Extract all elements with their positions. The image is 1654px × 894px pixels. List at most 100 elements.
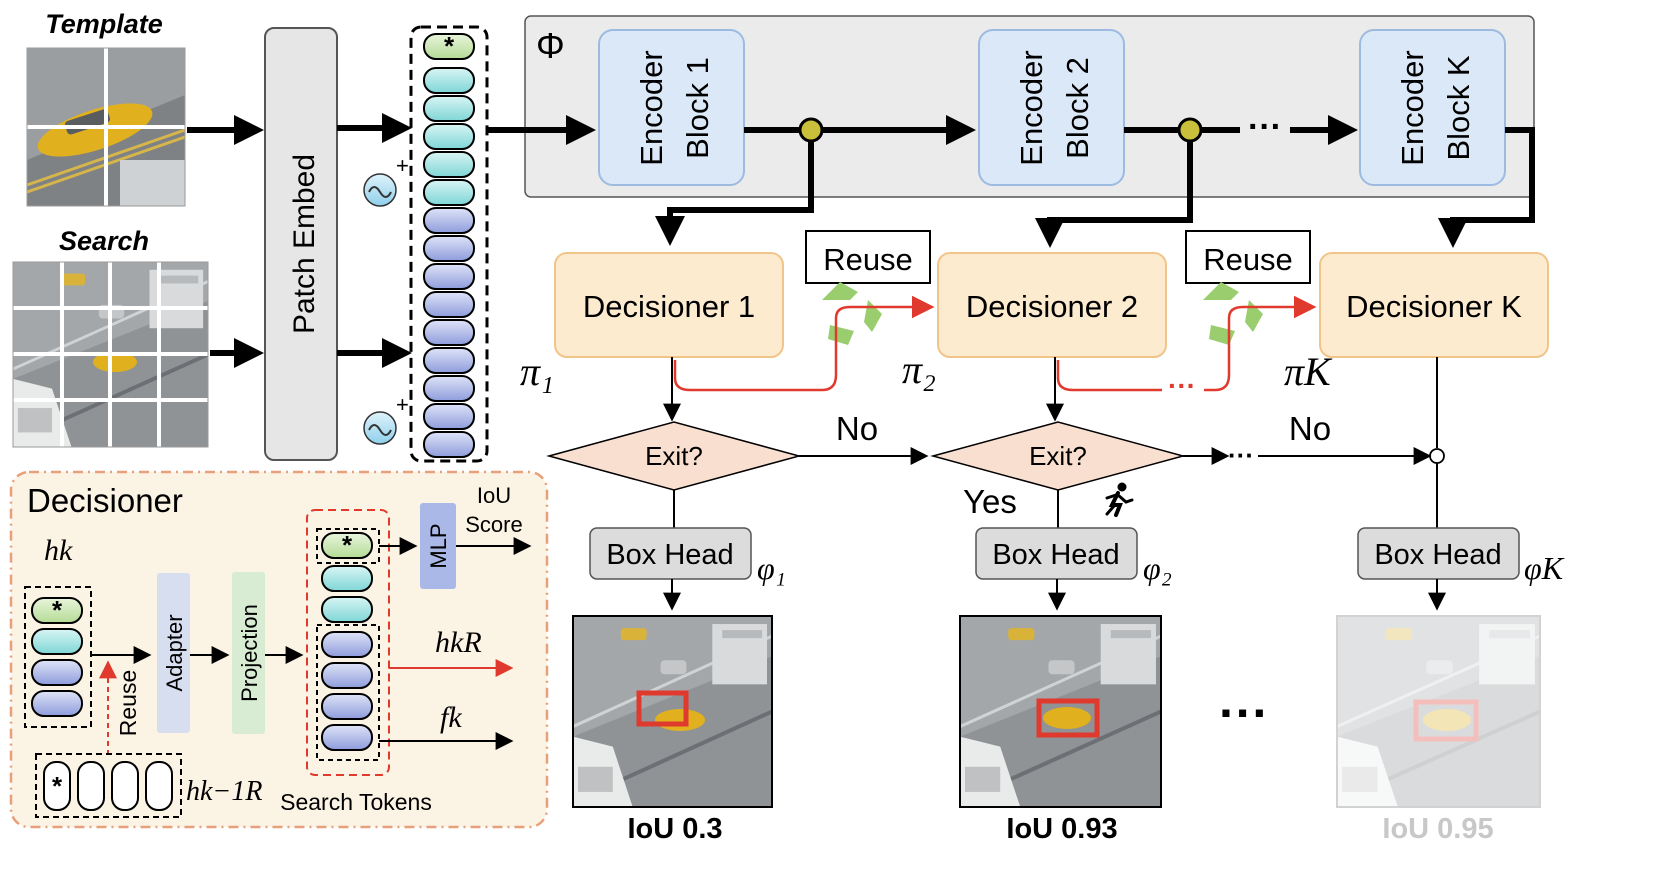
positional-encoding-icon: + bbox=[363, 392, 409, 445]
svg-text:Block K: Block K bbox=[1441, 55, 1476, 160]
svg-text:Exit?: Exit? bbox=[1029, 441, 1087, 471]
iou-result: IoU 0.3 bbox=[627, 813, 722, 845]
hk-r-label: hkR bbox=[435, 626, 482, 659]
svg-text:···: ··· bbox=[1228, 440, 1254, 470]
patch-embed-block: Patch Embed bbox=[264, 27, 338, 461]
svg-text:Decisioner 2: Decisioner 2 bbox=[966, 289, 1138, 324]
yes-label: Yes bbox=[963, 483, 1017, 520]
svg-text:Box Head: Box Head bbox=[606, 539, 733, 571]
backbone-connections bbox=[655, 115, 1535, 248]
svg-text:Decisioner K: Decisioner K bbox=[1346, 289, 1522, 324]
svg-text:Box Head: Box Head bbox=[992, 539, 1119, 571]
svg-text:Decisioner 1: Decisioner 1 bbox=[583, 289, 755, 324]
iou-result: IoU 0.93 bbox=[1006, 813, 1117, 845]
search-token bbox=[423, 263, 475, 290]
svg-text:φK: φK bbox=[1524, 550, 1565, 586]
result-image-k bbox=[1336, 615, 1541, 808]
no-label: No bbox=[1289, 410, 1331, 447]
reuse-arrow bbox=[1056, 360, 1162, 392]
template-label: Template bbox=[45, 9, 163, 39]
svg-text:Reuse: Reuse bbox=[115, 670, 141, 736]
search-tokens-label: Search Tokens bbox=[280, 789, 432, 815]
decisioner-2: Decisioner 2 bbox=[937, 252, 1167, 358]
reuse-ellipsis: ··· bbox=[1168, 370, 1196, 401]
svg-text:Encoder: Encoder bbox=[1395, 50, 1430, 165]
recycle-icon bbox=[822, 282, 882, 345]
box-head-1: Box Head φ₁ bbox=[589, 527, 786, 586]
svg-text:Box Head: Box Head bbox=[1374, 539, 1501, 571]
svg-text:Encoder: Encoder bbox=[634, 50, 669, 165]
template-token bbox=[423, 67, 475, 94]
mlp-label: MLP bbox=[426, 523, 451, 568]
svg-text:φ₂: φ₂ bbox=[1143, 550, 1172, 586]
positional-encoding-icon: + bbox=[363, 153, 409, 207]
policy-label: π₂ bbox=[902, 347, 936, 392]
encoder-block-k: Encoder Block K bbox=[1359, 29, 1506, 186]
cls-token bbox=[423, 33, 475, 60]
template-image bbox=[26, 47, 186, 207]
search-token bbox=[423, 319, 475, 346]
iou-result: IoU 0.95 bbox=[1382, 813, 1493, 845]
svg-text:*: * bbox=[444, 31, 455, 61]
svg-text:*: * bbox=[52, 595, 63, 625]
exit-diamond-1: Exit? bbox=[546, 421, 802, 491]
exit-diamond-2: Exit? bbox=[930, 421, 1186, 491]
merge-node bbox=[1429, 448, 1445, 464]
running-person-icon bbox=[1105, 482, 1134, 517]
reuse-tag: Reuse bbox=[805, 230, 931, 284]
result-image-1 bbox=[572, 615, 773, 808]
svg-text:Reuse: Reuse bbox=[1203, 242, 1293, 277]
hk-label: hk bbox=[44, 534, 73, 567]
reuse-arrow bbox=[1204, 295, 1317, 392]
patch-embed-label: Patch Embed bbox=[288, 154, 321, 334]
svg-text:Score: Score bbox=[465, 512, 522, 537]
no-label: No bbox=[836, 410, 878, 447]
search-token bbox=[423, 375, 475, 402]
template-token bbox=[423, 179, 475, 206]
reuse-tag: Reuse bbox=[1185, 230, 1311, 284]
svg-text:+: + bbox=[396, 392, 409, 417]
svg-text:*: * bbox=[342, 530, 353, 560]
svg-text:Block 2: Block 2 bbox=[1060, 57, 1095, 159]
template-token bbox=[423, 151, 475, 178]
results-ellipsis: ··· bbox=[1219, 685, 1269, 741]
decisioner-detail-panel: Decisioner hk * Reuse * hk−1R Adapter Pr… bbox=[9, 470, 549, 829]
detail-title: Decisioner bbox=[27, 482, 183, 519]
h-prev-r-label: hk−1R bbox=[186, 776, 262, 807]
encoder-block-2: Encoder Block 2 bbox=[978, 29, 1125, 186]
svg-text:Encoder: Encoder bbox=[1014, 50, 1049, 165]
backbone-ellipsis: ··· bbox=[1248, 108, 1282, 146]
reuse-arrow bbox=[673, 295, 935, 392]
branch-point bbox=[1177, 117, 1203, 143]
svg-text:φ₁: φ₁ bbox=[757, 550, 786, 586]
search-label: Search bbox=[59, 226, 149, 256]
svg-text:+: + bbox=[396, 153, 409, 178]
policy-label: πK bbox=[1284, 349, 1333, 394]
iou-score-label: IoU bbox=[477, 483, 511, 508]
adapter-label: Adapter bbox=[162, 614, 187, 691]
decisioner-k: Decisioner K bbox=[1319, 252, 1549, 358]
encoder-block-1: Encoder Block 1 bbox=[598, 29, 745, 186]
result-image-2 bbox=[959, 615, 1162, 808]
projection-label: Projection bbox=[237, 604, 262, 702]
search-token bbox=[423, 431, 475, 458]
policy-label: π₁ bbox=[520, 349, 554, 394]
recycle-icon bbox=[1203, 282, 1263, 345]
search-token bbox=[423, 291, 475, 318]
search-token bbox=[423, 207, 475, 234]
phi-label: Φ bbox=[536, 25, 565, 66]
template-token bbox=[423, 95, 475, 122]
box-head-k: Box Head φK bbox=[1357, 527, 1565, 586]
token-sequence: * bbox=[409, 25, 489, 463]
svg-text:*: * bbox=[52, 771, 63, 801]
svg-text:Reuse: Reuse bbox=[823, 242, 913, 277]
decisioner-1: Decisioner 1 bbox=[554, 252, 784, 358]
box-head-2: Box Head φ₂ bbox=[975, 527, 1172, 586]
template-token bbox=[423, 123, 475, 150]
search-token bbox=[423, 403, 475, 430]
svg-text:Block 1: Block 1 bbox=[680, 57, 715, 159]
search-image bbox=[12, 261, 209, 448]
search-token bbox=[423, 347, 475, 374]
search-token bbox=[423, 235, 475, 262]
